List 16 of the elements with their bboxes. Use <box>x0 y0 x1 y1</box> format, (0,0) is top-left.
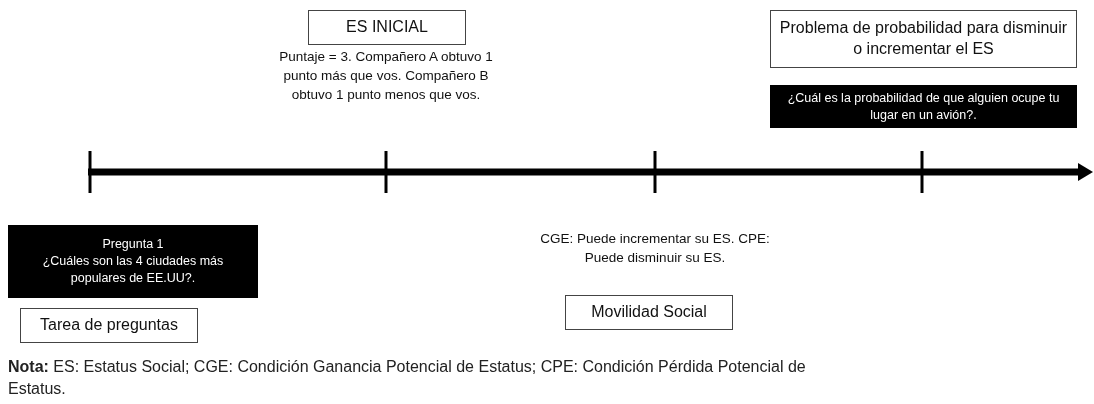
title-box <box>565 295 733 330</box>
box-text: ¿Cuáles son las 4 ciudades más populares de EE.UU?. <box>41 253 225 287</box>
box-text: ES INICIAL <box>346 17 428 38</box>
box-text: Movilidad Social <box>591 302 707 323</box>
box-text: ¿Cuál es la probabilidad de que alguien ocupe tu lugar en un avión?. <box>786 89 1061 124</box>
title-box <box>770 10 1077 68</box>
note-text: Puntaje = 3. Compañero A obtuvo 1 punto más que vos. Compañero B obtuvo 1 punto menos que vos. <box>278 48 494 104</box>
box-text: Pregunta 1 <box>102 236 164 254</box>
title-box <box>308 10 466 45</box>
caption-note: Nota: ES: Estatus Social; CGE: Condición Ganancia Potencial de Estatus; CPE: Condición Pérdida Potencial de Estatus. <box>8 357 807 399</box>
box-text: Tarea de preguntas <box>40 315 178 336</box>
title-box <box>20 308 198 343</box>
note-text: CGE: Puede incrementar su ES. CPE: Puede disminuir su ES. <box>539 230 771 267</box>
question-box <box>8 225 258 298</box>
box-text: Problema de probabilidad para disminuir o incrementar el ES <box>779 18 1068 59</box>
question-box <box>770 85 1077 128</box>
